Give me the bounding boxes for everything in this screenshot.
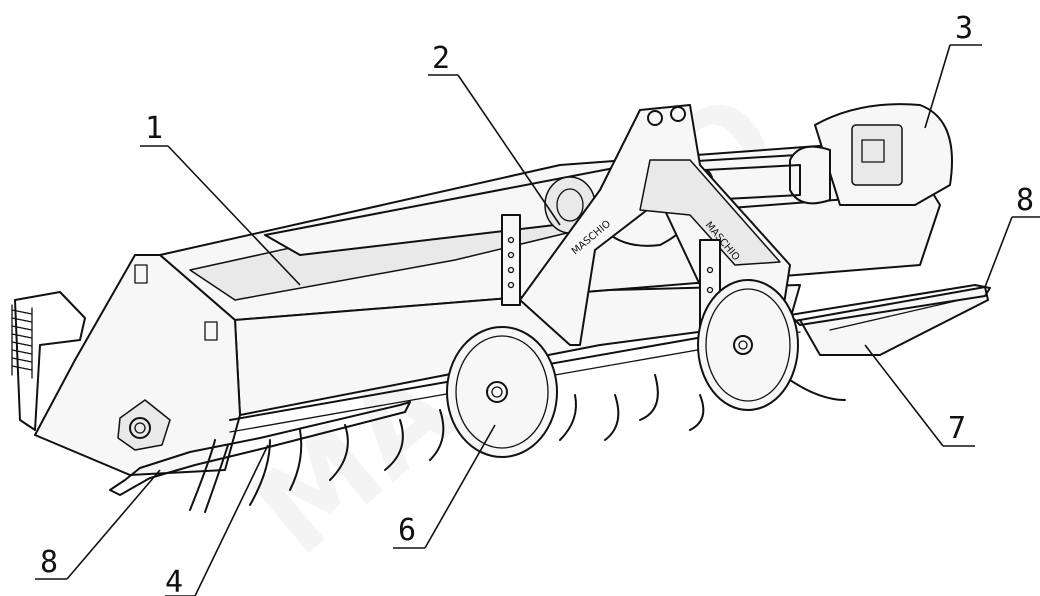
side-bearing: [117, 399, 171, 451]
three-point-headstock: MASCHIO MASCHIO: [519, 104, 791, 346]
left-side-plate: [34, 254, 241, 476]
depth-wheel-right: [697, 279, 799, 411]
callout-label-4: 4: [165, 565, 183, 596]
leveling-bar: [799, 286, 989, 356]
callout-7: 7: [864, 344, 975, 447]
callout-4: 4: [165, 444, 269, 596]
coil-spring: [11, 304, 33, 379]
callout-label-1: 1: [145, 111, 163, 146]
depth-wheel-left: [446, 326, 558, 458]
callout-1: 1: [140, 111, 301, 286]
callout-6: 6: [393, 424, 496, 549]
callout-label-6: 6: [398, 513, 416, 548]
callout-label-3: 3: [955, 11, 973, 46]
side-plate-window-1: [134, 264, 148, 284]
callout-3: 3: [924, 11, 982, 129]
skid-runner-right: [789, 284, 991, 326]
callout-label-7: 7: [948, 411, 966, 446]
callout-2: 2: [428, 41, 561, 226]
spring-bracket: [14, 291, 86, 431]
callout-8-right: 8: [984, 183, 1040, 288]
tiller-illustration: MASCHIO MASCHIO: [11, 103, 991, 513]
callout-label-2: 2: [432, 41, 450, 76]
skid-runner-left: [109, 401, 411, 496]
callout-8-left: 8: [35, 469, 161, 580]
side-plate-window-2: [204, 321, 218, 341]
callout-label-8-right: 8: [1016, 183, 1034, 218]
callout-label-8-left: 8: [40, 545, 58, 580]
